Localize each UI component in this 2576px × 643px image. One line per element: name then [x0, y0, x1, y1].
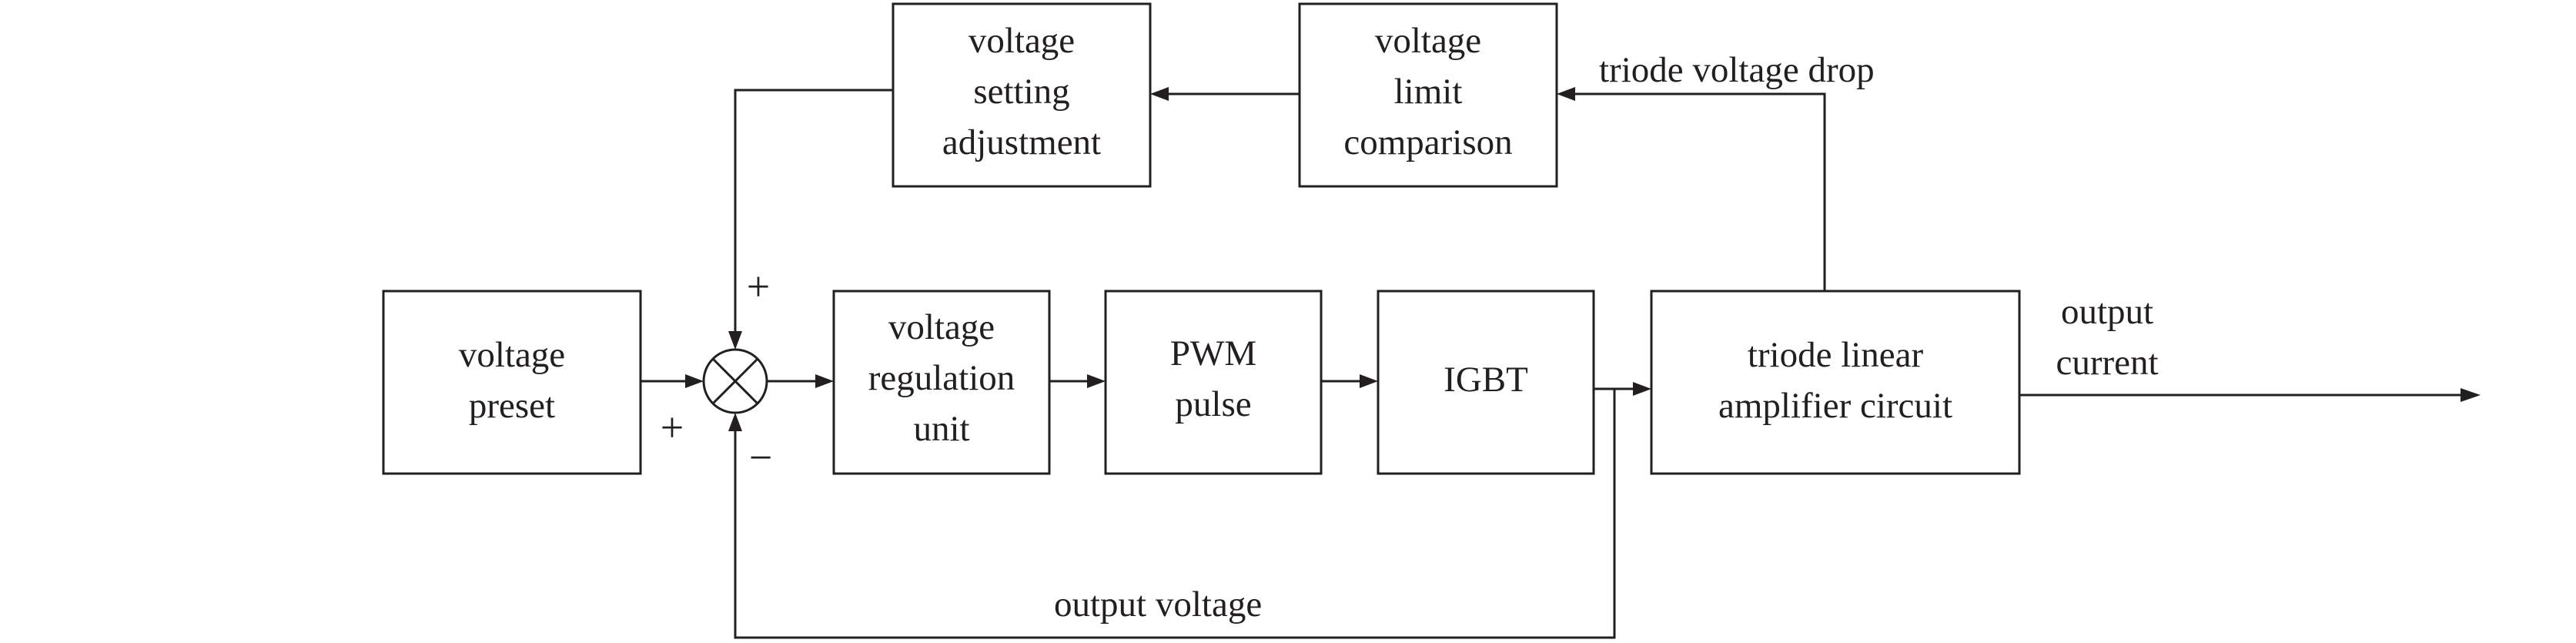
arrowhead-icon [728, 331, 742, 350]
block-label-line: comparison [1343, 122, 1512, 162]
pwm-to-igbt-arrow [1321, 374, 1378, 388]
arrowhead-icon [815, 374, 834, 388]
triode-voltage-drop-feedback-wire [1557, 87, 1826, 291]
output-voltage-feedback-wire [728, 389, 1616, 639]
regulation-to-pwm-arrow [1049, 374, 1106, 388]
arrowhead-icon [728, 413, 742, 431]
minus-sign-bottom: − [749, 434, 772, 481]
output-current-label-line: current [2056, 343, 2158, 383]
arrowhead-icon [1633, 382, 1651, 396]
output-voltage-label: output voltage [1054, 584, 1262, 625]
plus-sign-top: + [747, 263, 770, 310]
plus-sign-left: + [661, 404, 684, 450]
output-current-label-line: output [2061, 292, 2153, 332]
block-label-line: amplifier circuit [1718, 386, 1952, 426]
junction-to-regulation-arrow [767, 374, 834, 388]
arrowhead-icon [2461, 388, 2481, 402]
block-label-line: voltage [1375, 21, 1481, 61]
voltage-regulation-unit-block: voltage regulation unit [832, 290, 1051, 475]
block-label-line: IGBT [1444, 360, 1528, 400]
voltage-limit-comparison-block: voltage limit comparison [1298, 2, 1558, 188]
block-label-line: preset [469, 386, 555, 426]
arrowhead-icon [1360, 374, 1378, 388]
arrowhead-icon [1150, 87, 1169, 101]
triode-linear-amplifier-circuit-block: triode linear amplifier circuit [1650, 290, 2021, 475]
block-label-line: setting [973, 72, 1069, 112]
igbt-to-amplifier-arrow [1594, 382, 1651, 396]
block-label-line: triode linear [1748, 335, 1924, 375]
preset-to-junction-arrow [641, 374, 704, 388]
arrowhead-icon [1087, 374, 1106, 388]
voltage-setting-adjustment-block: voltage setting adjustment [892, 2, 1152, 188]
igbt-block: IGBT [1377, 290, 1595, 475]
block-label-line: unit [913, 409, 969, 449]
arrowhead-icon [685, 374, 704, 388]
output-current-arrow [2019, 388, 2481, 402]
block-label-line: adjustment [942, 122, 1101, 162]
pwm-pulse-block: PWM pulse [1104, 290, 1323, 475]
adjustment-to-junction-wire [728, 89, 893, 350]
block-label-line: PWM [1170, 333, 1256, 373]
block-label-line: voltage [888, 307, 995, 347]
block-label-line: voltage [969, 21, 1075, 61]
arrowhead-icon [1557, 87, 1575, 101]
block-label-line: pulse [1175, 384, 1251, 424]
block-label-line: regulation [868, 358, 1015, 398]
voltage-preset-block: voltage preset [382, 290, 642, 475]
triode-voltage-drop-label: triode voltage drop [1599, 50, 1875, 90]
block-label-line: limit [1394, 72, 1463, 112]
comparison-to-adjustment-arrow [1150, 87, 1300, 101]
summing-junction-cross-icon [702, 348, 768, 414]
block-label-line: voltage [459, 335, 565, 375]
